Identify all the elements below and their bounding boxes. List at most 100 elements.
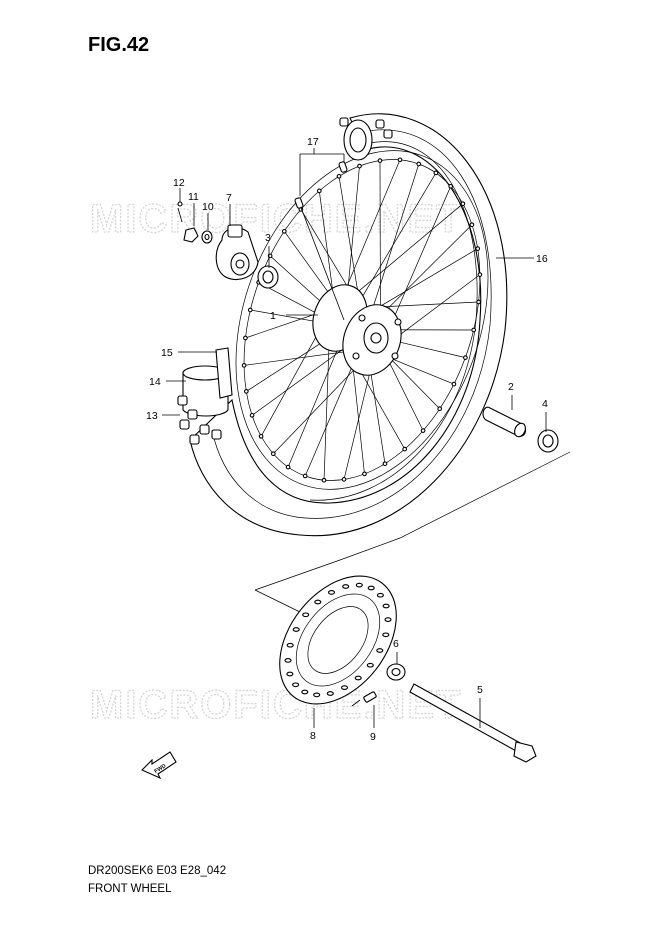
wheel-bearing-left (257, 265, 279, 289)
speedometer-gearbox (215, 224, 259, 280)
disc-hole (366, 662, 374, 668)
disc-hole (326, 691, 334, 696)
callout-14: 14 (149, 376, 161, 388)
disc-hole (355, 582, 363, 588)
callout-5: 5 (477, 684, 483, 696)
spoke-nipple (448, 183, 454, 189)
disc-hole (314, 599, 322, 605)
disc-hole (284, 658, 292, 663)
callout-10: 10 (202, 201, 214, 213)
wheel-bearing-right (537, 429, 559, 453)
forward-arrow-icon: FWD (141, 751, 177, 780)
spoke-nipple (437, 406, 443, 412)
callout-17: 17 (307, 136, 319, 148)
spoke-nipple (243, 389, 249, 394)
callout-15: 15 (161, 347, 173, 359)
spoke-nipple (247, 307, 253, 313)
callout-6: 6 (393, 638, 399, 650)
spoke (352, 172, 437, 313)
brake-disc (279, 575, 397, 705)
callout-13: 13 (146, 410, 158, 422)
spoke-nipple (258, 433, 264, 439)
disc-hole (376, 592, 384, 598)
disc-hole (376, 648, 384, 653)
nut-11 (183, 227, 199, 243)
disc-hole (301, 689, 309, 695)
axle-nut (386, 663, 406, 681)
spoke-nipple (469, 222, 475, 228)
spoke-nipple (341, 477, 347, 482)
spoke (385, 186, 452, 338)
disc-hole (354, 675, 362, 681)
disc-hole (367, 585, 375, 591)
wheel-assembly (189, 113, 508, 537)
disc-hole (342, 584, 350, 589)
fwd-text: FWD (154, 763, 168, 775)
callout-16: 16 (536, 253, 548, 265)
diagram-code: DR200SEK6 E03 E28_042 (88, 865, 227, 877)
rim-band-top (339, 117, 393, 161)
axle (409, 683, 537, 763)
disc-hole (286, 671, 294, 677)
spoke-nipple (420, 428, 426, 433)
callout-11: 11 (188, 191, 199, 203)
washer (201, 230, 213, 244)
spoke-detail (294, 161, 348, 321)
spoke-nipple (285, 464, 291, 470)
disc-hole (292, 627, 300, 632)
spoke-nipple (362, 471, 367, 477)
disc-hole (292, 682, 300, 688)
spoke-nipple (281, 228, 287, 234)
callout-9: 9 (370, 731, 376, 743)
hub (312, 284, 402, 376)
disc-hole (327, 590, 336, 595)
rim (235, 150, 489, 490)
disc-hole (313, 692, 321, 698)
spoke-nipple (377, 158, 383, 163)
callout-12: 12 (173, 177, 185, 189)
spoke-nipple (416, 161, 422, 167)
spoke-nipple (463, 355, 468, 360)
watermark-bottom: MICROFICHE.NET (90, 683, 462, 727)
spoke-nipple (475, 246, 481, 251)
spoke (260, 318, 327, 437)
leader-lines (162, 148, 547, 728)
callout-7: 7 (226, 192, 232, 204)
spoke-nipple (477, 272, 483, 277)
spoke-nipple (270, 451, 276, 457)
spoke-nipple (302, 473, 308, 479)
spoke-nipple (316, 188, 322, 194)
spoke (323, 327, 331, 481)
disc-hole (382, 632, 390, 638)
diagram-name: FRONT WHEEL (88, 883, 172, 895)
spoke-nipple (451, 381, 457, 387)
figure-title: FIG.42 (88, 34, 150, 56)
spoke-nipple (402, 446, 408, 452)
spoke-nipple (357, 163, 362, 169)
spoke-nipple (460, 201, 466, 207)
spoke-nipple (243, 335, 248, 341)
spoke-nipple (241, 363, 247, 368)
callout-labels: 1 2 3 4 5 6 7 8 9 10 11 12 13 14 15 16 1… (146, 136, 548, 743)
spoke-nipple (476, 299, 481, 305)
callout-4: 4 (542, 398, 548, 410)
rim-band (177, 347, 233, 445)
callout-3: 3 (265, 232, 271, 244)
watermark-top: MICROFICHE.NET (90, 197, 462, 241)
disc-hole (382, 603, 390, 609)
spoke-nipple (471, 327, 477, 333)
callout-8: 8 (310, 730, 316, 742)
spacer (482, 406, 527, 438)
disc-hole (340, 685, 349, 690)
callout-2: 2 (508, 381, 514, 393)
disc-hole (286, 642, 294, 648)
disc-bolt (351, 691, 377, 707)
disc-hole (384, 617, 392, 622)
spoke-nipple (249, 412, 255, 418)
spoke-nipple (382, 461, 388, 467)
callout-1: 1 (270, 310, 276, 322)
disc-hole (302, 612, 310, 618)
disc-holes (284, 582, 392, 698)
spoke-nipple (397, 157, 403, 163)
